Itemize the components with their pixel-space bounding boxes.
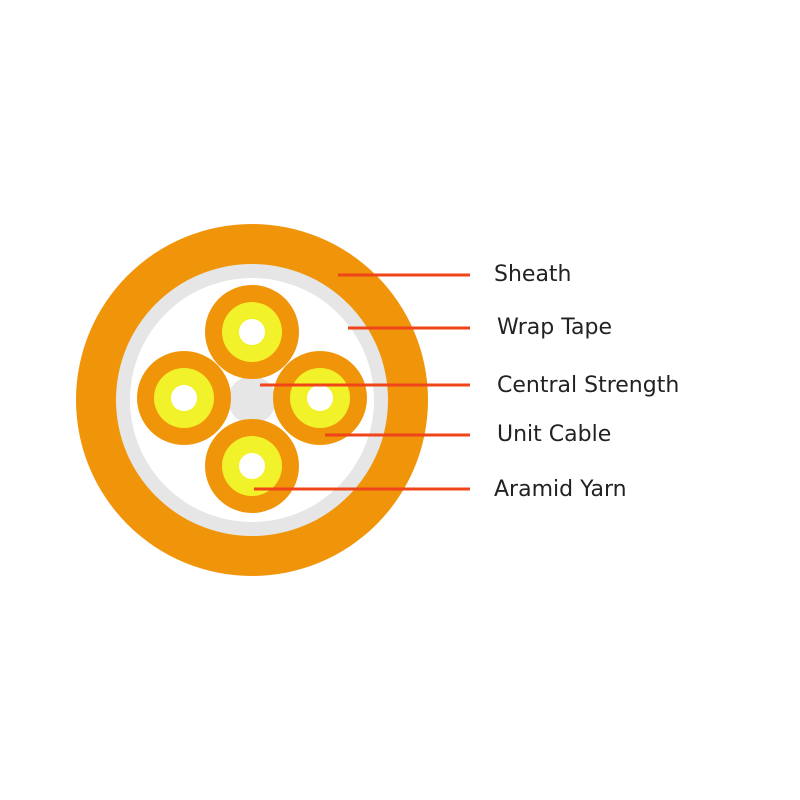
fiber-core [307, 385, 333, 411]
central-strength-label: Central Strength [497, 373, 680, 398]
sheath-label: Sheath [494, 262, 572, 287]
unit-cable-left [137, 351, 231, 445]
fiber-core [171, 385, 197, 411]
wrap-tape-label: Wrap Tape [497, 315, 613, 340]
central-strength-member [228, 376, 276, 424]
unit-cable-right [273, 351, 367, 445]
unit-cable-label: Unit Cable [497, 422, 612, 447]
unit-cable-bottom [205, 419, 299, 513]
unit-cable-top [205, 285, 299, 379]
fiber-core [239, 319, 265, 345]
fiber-core [239, 453, 265, 479]
aramid-yarn-label: Aramid Yarn [494, 477, 627, 502]
